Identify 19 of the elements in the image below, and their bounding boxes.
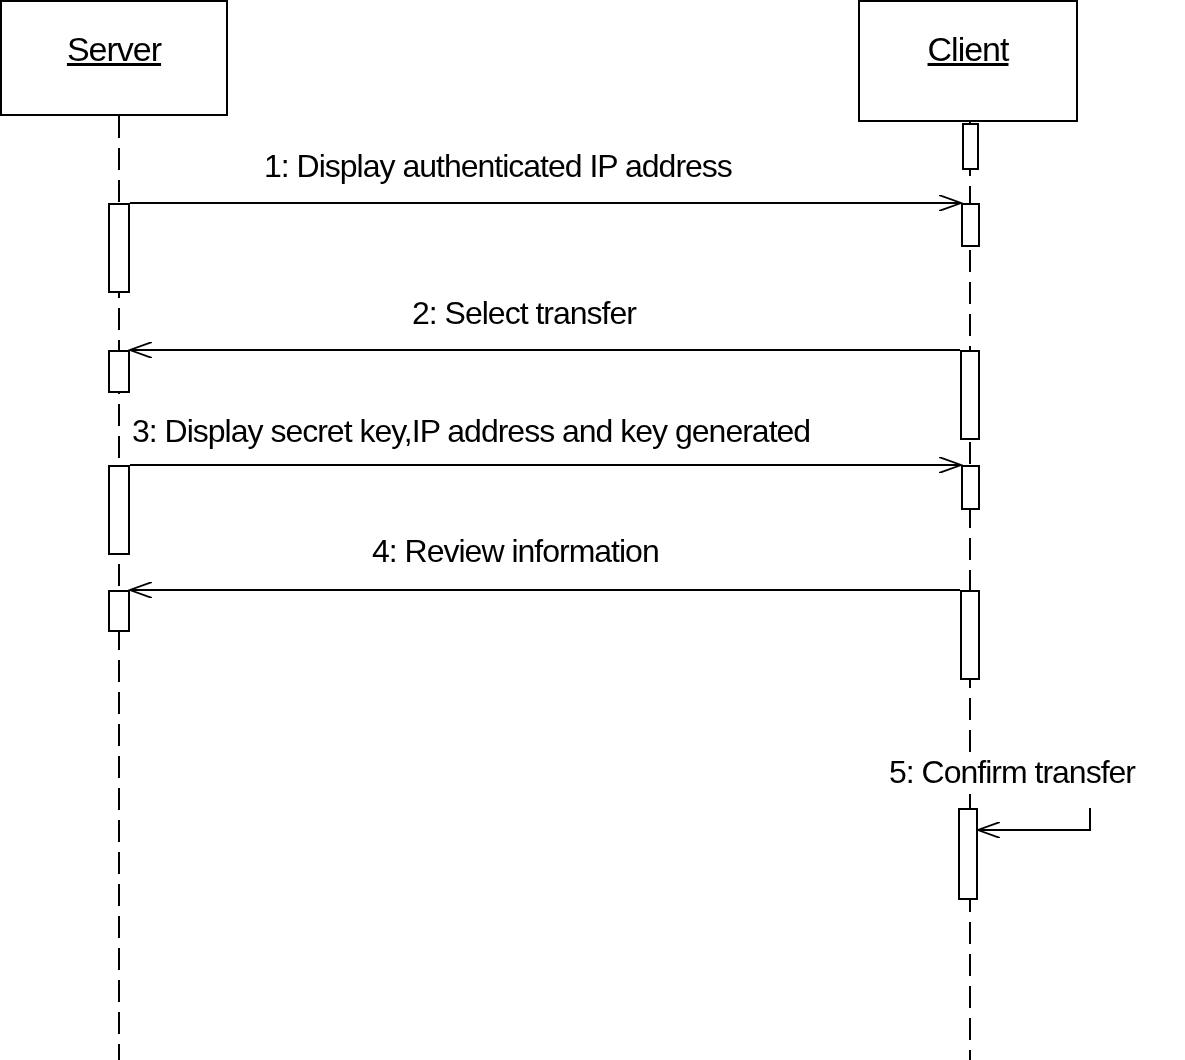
message-arrow (129, 456, 962, 474)
activation-bar (108, 465, 130, 555)
activation-bar (958, 808, 978, 900)
message-arrow (129, 581, 961, 599)
activation-bar (108, 203, 130, 293)
message-arrow (129, 341, 961, 359)
message-arrow (129, 194, 962, 212)
activation-bar (960, 590, 980, 680)
activation-bar (960, 350, 980, 440)
lifeline-head-box (0, 0, 228, 116)
activation-bar (962, 123, 979, 170)
participant-name: Client (927, 30, 1009, 69)
activation-bar (108, 350, 130, 393)
message-arrow (977, 807, 1091, 839)
lifeline-head-box (858, 0, 1078, 122)
activation-bar (961, 203, 980, 247)
activation-bar (108, 590, 130, 632)
activation-bar (961, 465, 980, 510)
participant-name: Server (66, 30, 162, 69)
